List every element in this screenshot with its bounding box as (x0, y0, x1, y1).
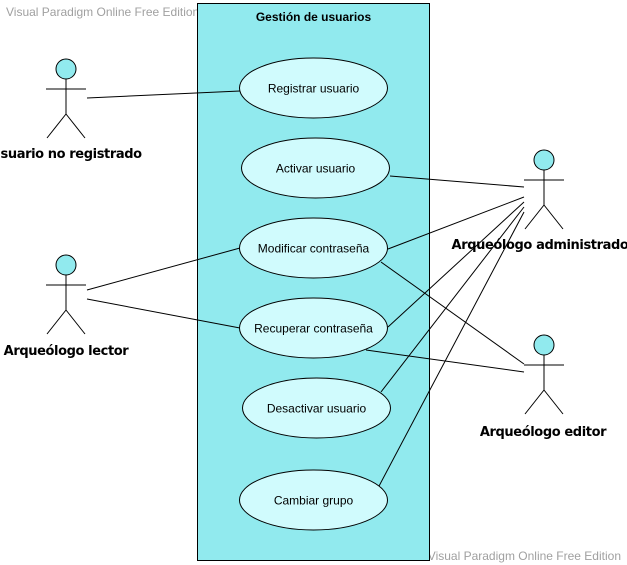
association-lector-modificar[interactable] (86, 247, 241, 291)
use-case-ellipse[interactable] (241, 137, 390, 199)
actor-arqueologo-lector[interactable]: Arqueólogo lector (4, 254, 130, 359)
use-case-recuperar-contrasena[interactable]: Recuperar contraseña (239, 297, 388, 359)
stick-figure-icon (46, 58, 86, 139)
association-editor-modificar[interactable] (380, 261, 525, 365)
stick-figure-icon (524, 334, 564, 415)
association-lector-recuperar[interactable] (86, 298, 241, 329)
system-boundary-title: Gestión de usuarios (256, 10, 372, 24)
use-case-registrar-usuario[interactable]: Registrar usuario (239, 57, 388, 119)
use-case-label: Registrar usuario (268, 82, 360, 96)
use-case-ellipse[interactable] (242, 377, 391, 439)
association-no-registrado-registrar[interactable] (86, 90, 241, 99)
use-case-ellipse[interactable] (239, 57, 388, 119)
association-editor-recuperar[interactable] (365, 349, 525, 373)
use-case-label: Recuperar contraseña (254, 322, 373, 336)
use-case-desactivar-usuario[interactable]: Desactivar usuario (242, 377, 391, 439)
use-case-activar-usuario[interactable]: Activar usuario (241, 137, 390, 199)
association-administrador-cambiar[interactable] (377, 211, 525, 489)
use-case-ellipse[interactable] (239, 297, 388, 359)
actor-label: Arqueólogo lector (4, 344, 130, 359)
use-case-modificar-contrasena[interactable]: Modificar contraseña (239, 217, 388, 279)
actor-label: Usuario no registrado (0, 147, 142, 162)
stick-figure-icon (46, 254, 86, 335)
watermark-top-left: Visual Paradigm Online Free Edition (6, 5, 199, 19)
use-case-label: Desactivar usuario (267, 402, 367, 416)
association-administrador-desactivar[interactable] (380, 206, 525, 393)
associations (86, 90, 525, 489)
association-administrador-recuperar[interactable] (387, 201, 525, 328)
actor-label: Arqueólogo editor (480, 425, 607, 440)
actor-label: Arqueólogo administrador (452, 238, 627, 253)
association-administrador-modificar[interactable] (387, 196, 525, 250)
use-case-ellipse[interactable] (239, 217, 388, 279)
actor-arqueologo-administrador[interactable]: Arqueólogo administrador (452, 149, 627, 253)
actor-usuario-no-registrado[interactable]: Usuario no registrado (0, 58, 143, 162)
use-case-label: Cambiar grupo (274, 494, 354, 508)
association-administrador-activar[interactable] (389, 175, 525, 188)
use-case-label: Modificar contraseña (258, 242, 370, 256)
use-case-cambiar-grupo[interactable]: Cambiar grupo (239, 469, 388, 531)
actor-arqueologo-editor[interactable]: Arqueólogo editor (480, 334, 608, 440)
use-case-ellipse[interactable] (239, 469, 388, 531)
use-case-label: Activar usuario (276, 162, 356, 176)
watermark-bottom-right: Visual Paradigm Online Free Edition (428, 549, 621, 563)
stick-figure-icon (524, 149, 564, 230)
